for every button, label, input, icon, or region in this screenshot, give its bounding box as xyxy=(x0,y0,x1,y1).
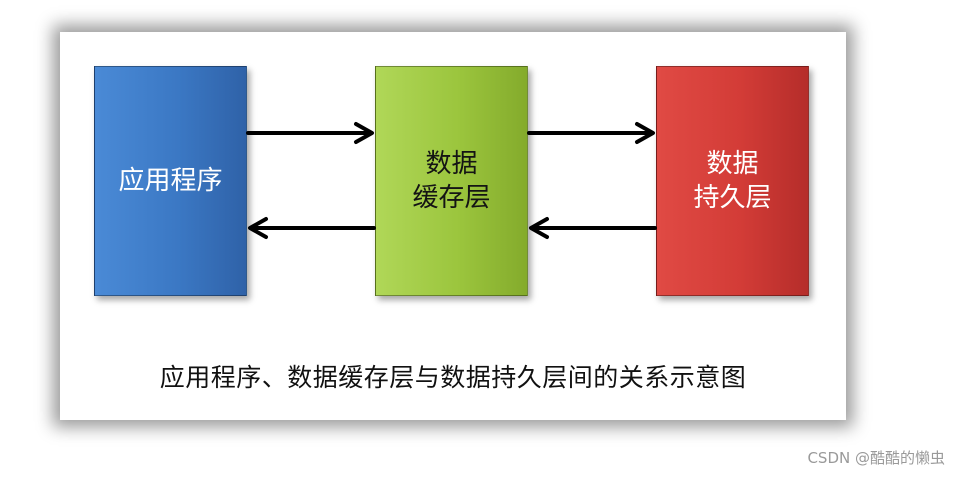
cache-layer-box: 数据 缓存层 xyxy=(375,66,528,296)
persist-box-line2: 持久层 xyxy=(693,183,772,213)
persistence-layer-box: 数据 持久层 xyxy=(656,66,809,296)
diagram-caption: 应用程序、数据缓存层与数据持久层间的关系示意图 xyxy=(159,363,747,392)
persist-box-line1: 数据 xyxy=(706,149,759,179)
app-box-label: 应用程序 xyxy=(118,166,223,196)
cache-box-line2: 缓存层 xyxy=(412,183,491,213)
cache-box-line1: 数据 xyxy=(425,149,478,179)
app-box: 应用程序 xyxy=(94,66,247,296)
arrow-app-to-cache-head xyxy=(354,122,374,144)
arrow-cache-to-app-head xyxy=(248,217,268,239)
csdn-watermark: CSDN @酷酷的懒虫 xyxy=(807,449,945,467)
arrow-persist-to-cache-head xyxy=(529,217,549,239)
arrow-cache-to-persist-head xyxy=(635,122,655,144)
